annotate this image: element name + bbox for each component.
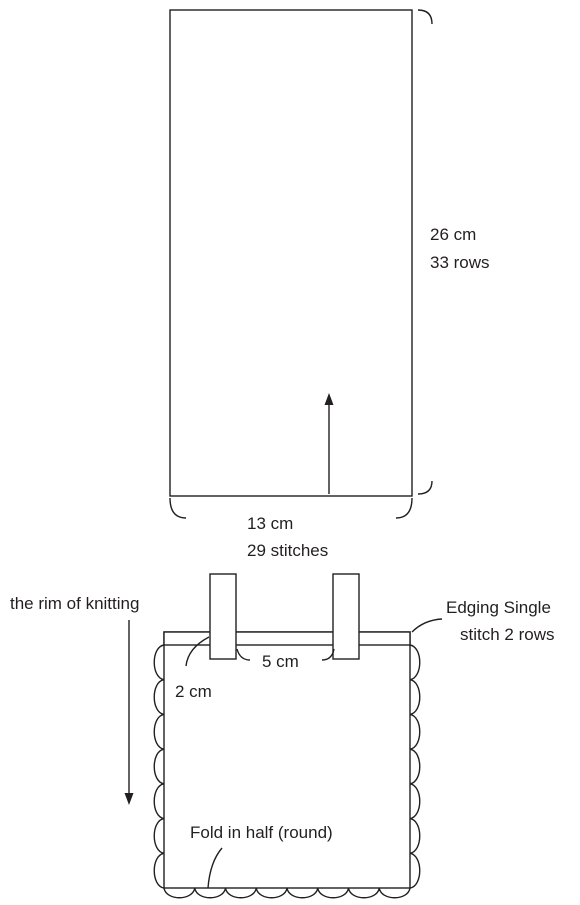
strap-gap-bracket-left: [236, 648, 251, 661]
rim-label: the rim of knitting: [10, 594, 139, 613]
knitting-direction-arrowhead: [324, 393, 334, 405]
strap-right: [332, 573, 360, 660]
fold-leader: [207, 847, 223, 889]
edging-leader: [411, 618, 443, 633]
panel-height-rows: 33 rows: [430, 253, 490, 272]
scalloped-edge-left: [153, 644, 165, 889]
height-bracket-bottom: [417, 480, 433, 495]
scalloped-edge-right: [409, 644, 421, 889]
height-bracket-top: [417, 9, 433, 25]
panel-width-stitches: 29 stitches: [247, 541, 328, 560]
edging-label-line2: stitch 2 rows: [460, 625, 554, 644]
edging-label-line1: Edging Single: [446, 598, 551, 617]
scalloped-edge-bottom: [163, 887, 411, 899]
strap-gap-bracket-right: [321, 648, 335, 661]
edging-band: [163, 631, 411, 646]
rim-direction-arrowhead: [124, 793, 134, 805]
panel-height-cm: 26 cm: [430, 225, 476, 244]
fold-label: Fold in half (round): [190, 823, 333, 842]
width-bracket-left: [169, 497, 187, 519]
strap-inset-leader: [185, 636, 210, 667]
panel-width-cm: 13 cm: [247, 514, 293, 533]
width-bracket-right: [395, 497, 413, 519]
strap-left: [209, 573, 237, 660]
knitted-panel: [169, 9, 413, 497]
strap-gap-label: 5 cm: [262, 652, 299, 671]
strap-inset-label: 2 cm: [175, 682, 212, 701]
